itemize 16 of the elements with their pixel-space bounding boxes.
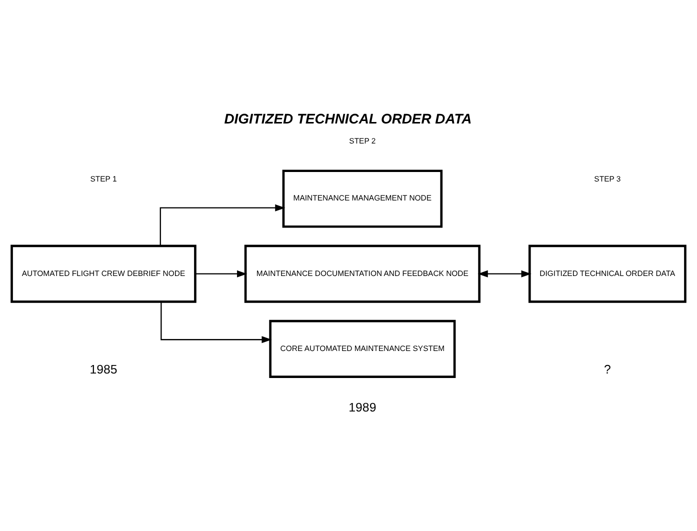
node-box: DIGITIZED TECHNICAL ORDER DATA <box>528 244 686 303</box>
label: ? <box>604 362 611 377</box>
label: STEP 3 <box>594 174 621 184</box>
diagram-title: DIGITIZED TECHNICAL ORDER DATA <box>224 110 472 127</box>
label: 1985 <box>90 362 118 377</box>
arrow <box>160 204 286 246</box>
node-box: AUTOMATED FLIGHT CREW DEBRIEF NODE <box>10 244 196 303</box>
label: STEP 2 <box>349 136 376 146</box>
node-box: MAINTENANCE MANAGEMENT NODE <box>282 170 443 228</box>
node-box: CORE AUTOMATED MAINTENANCE SYSTEM <box>269 320 456 378</box>
label: 1989 <box>348 400 376 414</box>
label: STEP 1 <box>90 174 117 184</box>
arrow <box>196 270 248 278</box>
arrow <box>478 270 532 278</box>
node-box: MAINTENANCE DOCUMENTATION AND FEEDBACK NODE <box>244 244 480 303</box>
arrow <box>160 302 272 344</box>
